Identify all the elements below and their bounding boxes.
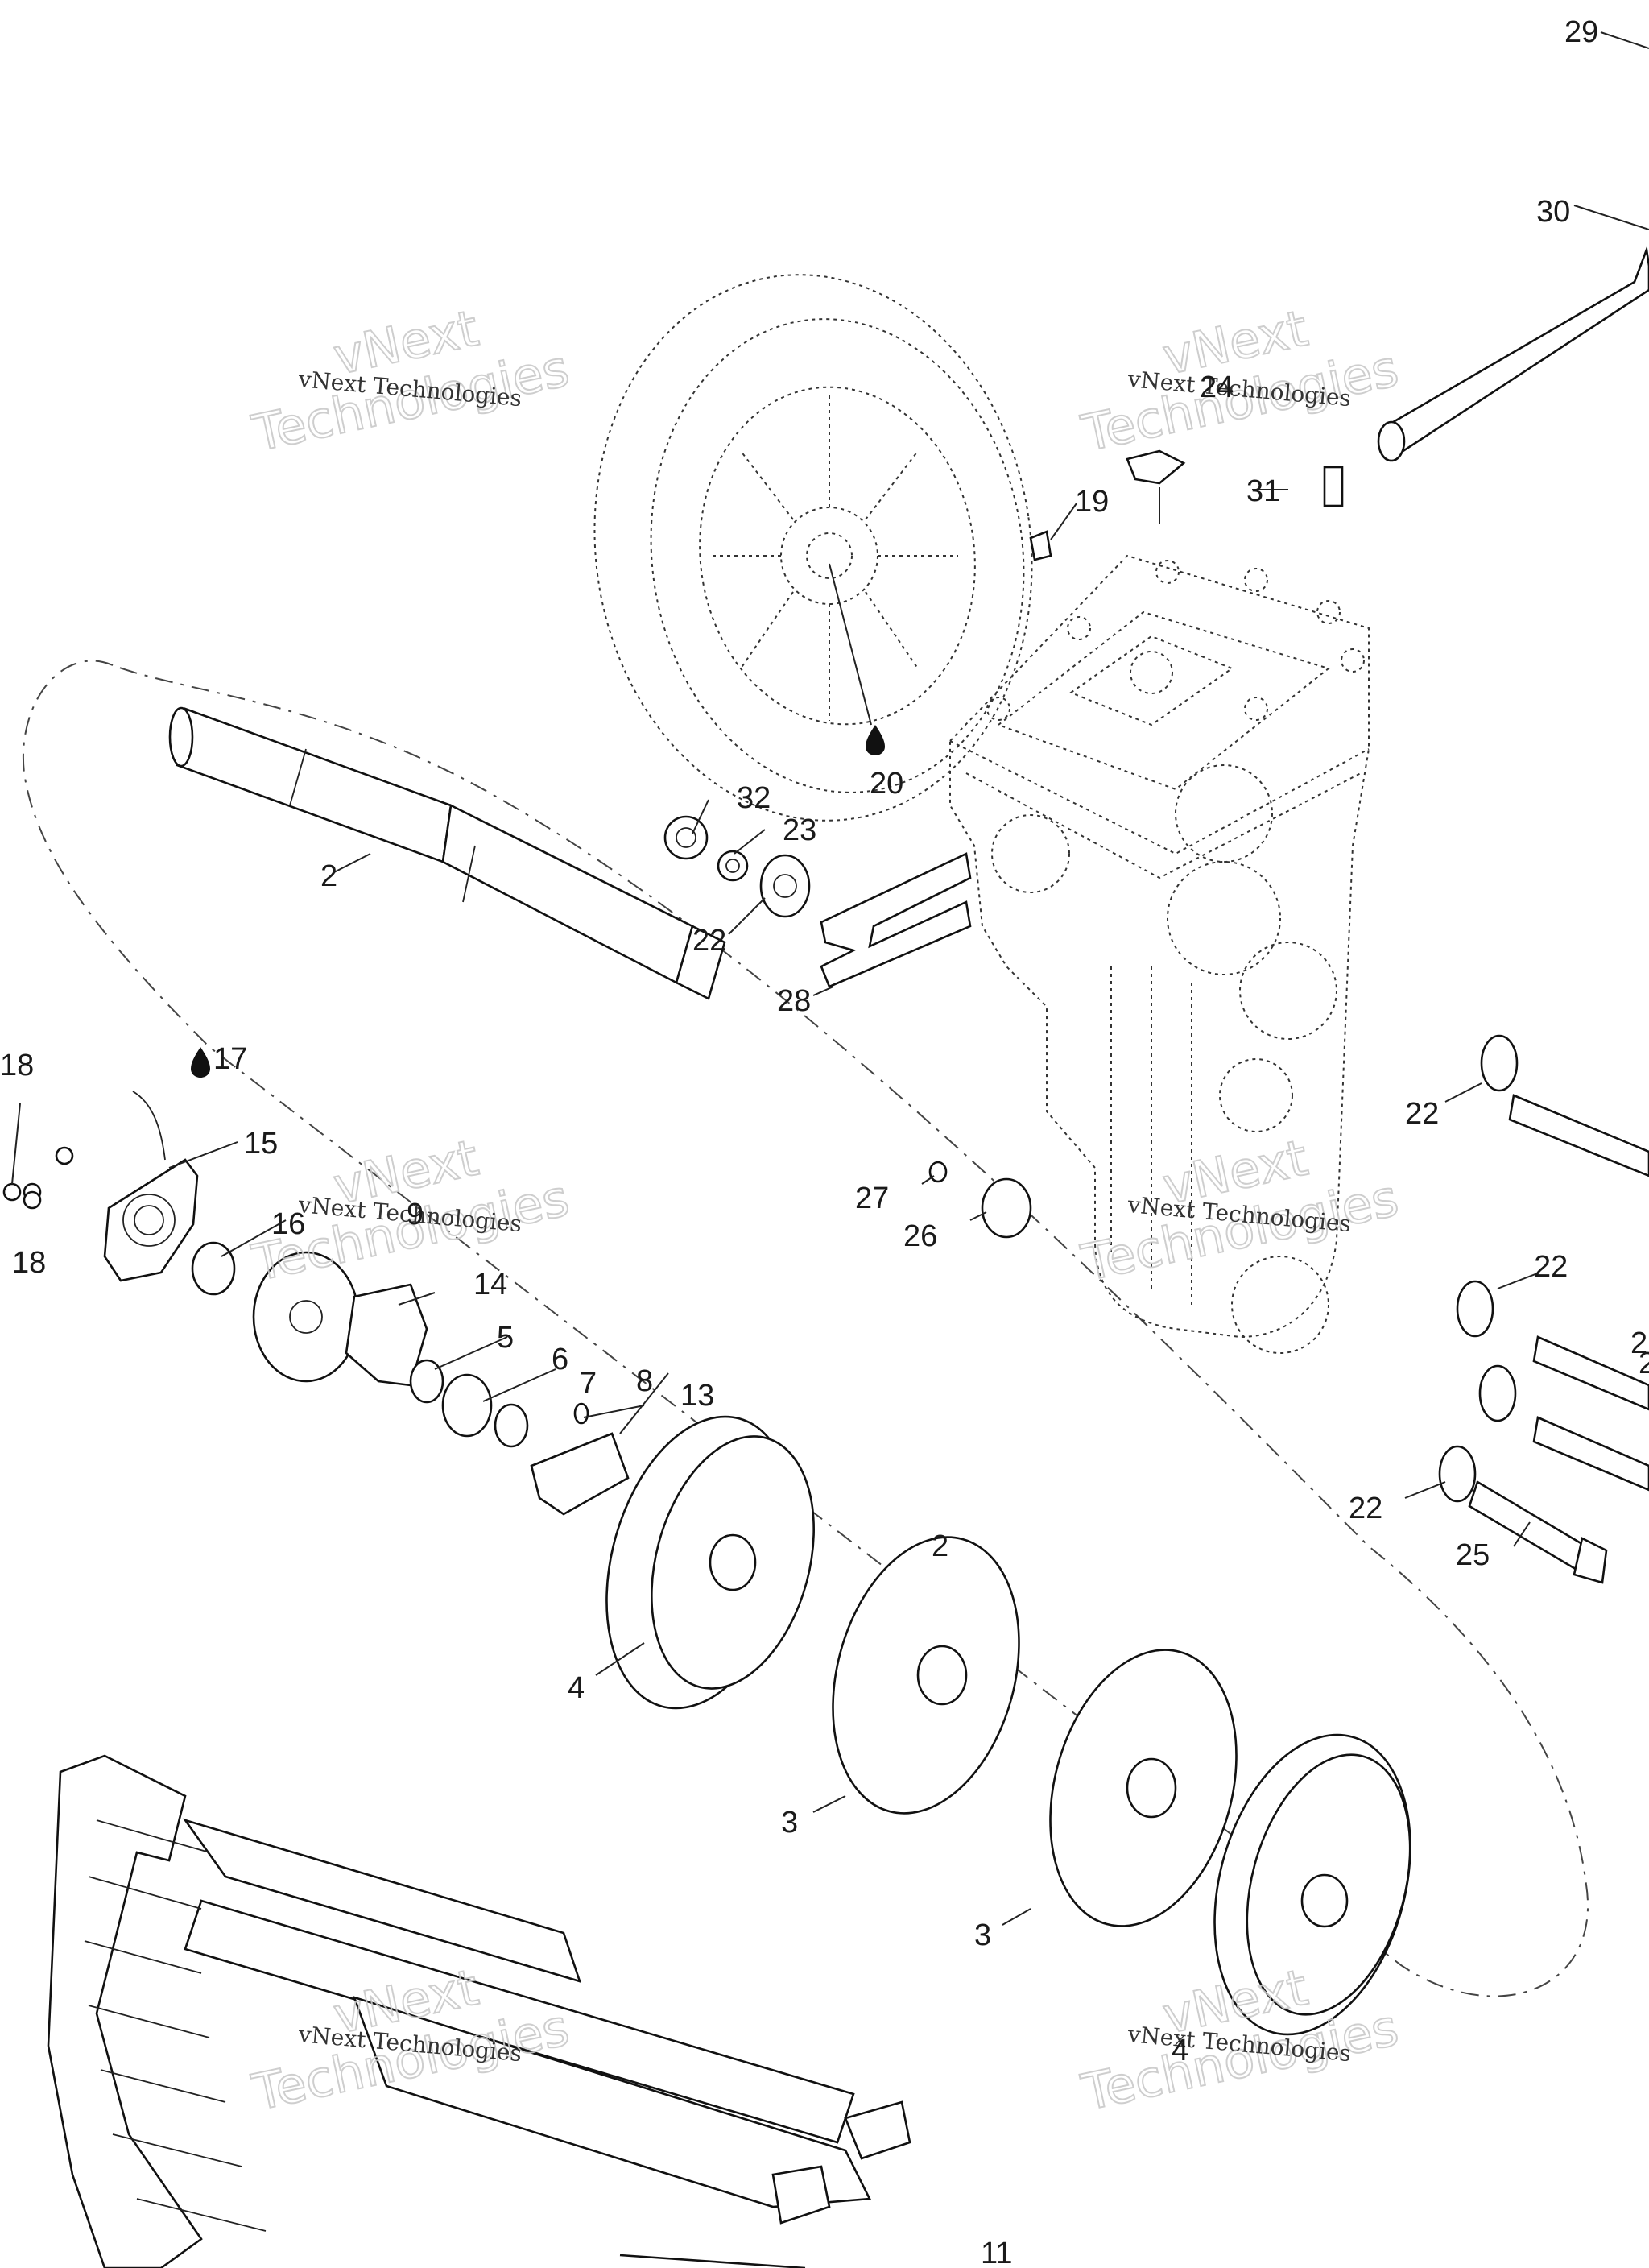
- shift-fork: [820, 852, 972, 988]
- small-parts: [663, 449, 1519, 1503]
- callout-22: 22: [692, 924, 726, 958]
- bolts: [1468, 1094, 1649, 1584]
- sprockets: [605, 1415, 1411, 2036]
- drive-shaft: [168, 706, 726, 1000]
- callout-18b: 18: [12, 1246, 46, 1280]
- callout-24: 24: [1200, 370, 1234, 404]
- callout-30: 30: [1536, 195, 1570, 229]
- callout-19: 19: [1075, 485, 1109, 519]
- callout-7: 7: [580, 1367, 597, 1401]
- drive-chain-outline: [22, 660, 1589, 1997]
- callout-31: 31: [1246, 474, 1280, 508]
- callout-2b: 2: [932, 1529, 948, 1563]
- callout-23: 23: [783, 813, 816, 847]
- callout-2c: 2: [1639, 1347, 1649, 1380]
- callout-14: 14: [473, 1268, 507, 1302]
- track: [47, 1754, 911, 2268]
- pulley: [593, 274, 1033, 822]
- callout-22e: 22: [1630, 1326, 1649, 1360]
- callout-8: 8: [636, 1364, 653, 1398]
- callout-22d: 22: [1349, 1492, 1382, 1525]
- callout-25: 25: [1456, 1538, 1490, 1572]
- callout-22b: 22: [1405, 1097, 1439, 1131]
- callout-4b: 4: [1172, 2034, 1188, 2067]
- callout-3: 3: [781, 1806, 798, 1840]
- callout-13: 13: [680, 1379, 714, 1413]
- callout-32: 32: [737, 781, 771, 815]
- callout-27: 27: [855, 1182, 889, 1215]
- callouts: 29 30 24 31 19 20 32 23 22 2 28 18 17 15…: [0, 15, 1649, 2268]
- callout-22c: 22: [1534, 1250, 1568, 1284]
- callout-18: 18: [0, 1049, 34, 1082]
- callout-26: 26: [903, 1219, 937, 1253]
- oil-drop-icon: [191, 1047, 210, 1078]
- callout-4: 4: [568, 1671, 585, 1705]
- callout-6: 6: [552, 1343, 568, 1376]
- callout-15: 15: [244, 1127, 278, 1161]
- callout-9: 9: [407, 1198, 424, 1231]
- callout-3b: 3: [974, 1918, 991, 1952]
- oil-drop-icon: [866, 725, 885, 755]
- callout-2: 2: [320, 859, 337, 893]
- callout-29: 29: [1564, 15, 1598, 49]
- gearcase-housing: [949, 554, 1370, 1354]
- callout-28: 28: [777, 984, 811, 1018]
- leader-lines: [11, 31, 1649, 1926]
- lever-end: [1377, 420, 1406, 462]
- callout-11: 11: [981, 2237, 1012, 2268]
- callout-5: 5: [497, 1321, 514, 1355]
- shift-lever: [1383, 245, 1649, 457]
- callout-20: 20: [870, 767, 903, 801]
- callout-16: 16: [271, 1207, 305, 1241]
- bearing-housing: [2, 1091, 630, 1516]
- callout-17: 17: [213, 1042, 247, 1076]
